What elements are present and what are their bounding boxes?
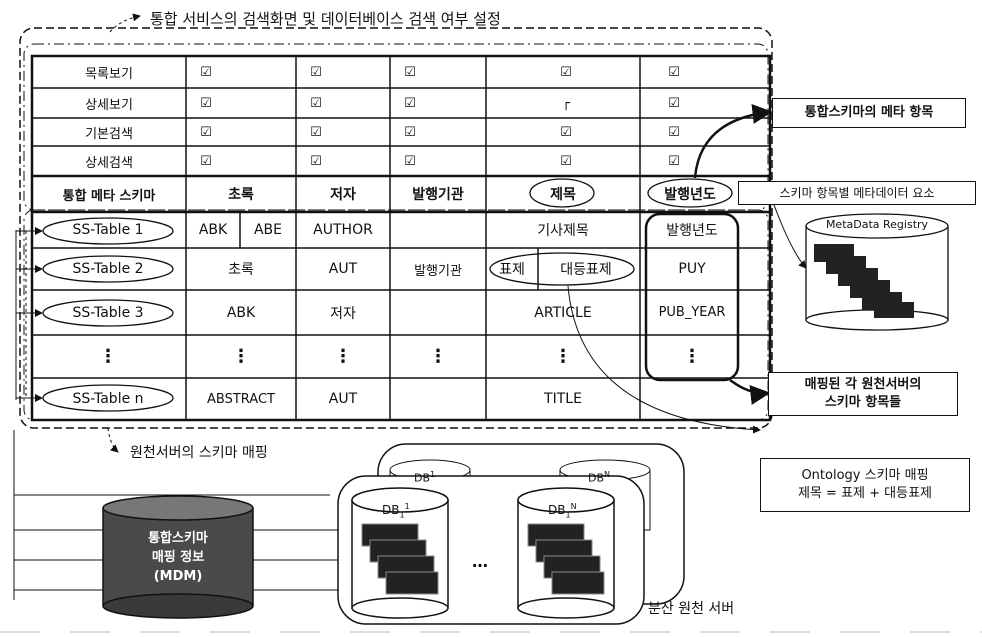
db-front-1-label: DB11 bbox=[382, 502, 410, 520]
table-cell: ABK bbox=[198, 222, 228, 238]
table-cell: TITLE bbox=[544, 391, 582, 407]
checkbox[interactable]: ☑ bbox=[200, 124, 212, 140]
db-front-n-label: DB1N bbox=[548, 502, 577, 520]
ontology-line-2: 제목 = 표제 + 대등표제 bbox=[798, 486, 932, 501]
schema-element-callout: 스키마 항목별 메타데이터 요소 bbox=[738, 181, 976, 205]
ontology-line-1: Ontology 스키마 매핑 bbox=[801, 468, 929, 484]
table-cell: ARTICLE bbox=[534, 304, 592, 321]
ss-table-1: SS-Table 1 bbox=[72, 222, 144, 238]
checkbox-unchecked[interactable]: ┌ bbox=[562, 95, 570, 111]
checkbox[interactable]: ☑ bbox=[668, 124, 680, 140]
header-publisher: 발행기관 bbox=[412, 187, 464, 203]
header-title: 제목 bbox=[550, 187, 576, 203]
checkbox[interactable]: ☑ bbox=[668, 64, 680, 80]
mapped-items-callout: 매핑된 각 원천서버의 스키마 항목들 bbox=[768, 372, 958, 416]
source-mapping-label: 원천서버의 스키마 매핑 bbox=[130, 445, 268, 461]
row-label-basic-search: 기본검색 bbox=[85, 126, 133, 142]
mdm-line-2: 매핑 정보 bbox=[151, 549, 205, 565]
ss-table-n: SS-Table n bbox=[72, 391, 144, 407]
checkbox[interactable]: ☑ bbox=[404, 64, 416, 80]
checkbox[interactable]: ☑ bbox=[310, 124, 322, 140]
mapped-items-line-1: 매핑된 각 원천서버의 bbox=[804, 377, 922, 393]
table-cell: AUT bbox=[328, 261, 358, 277]
checkbox[interactable]: ☑ bbox=[404, 95, 416, 111]
table-cell: ABE bbox=[253, 222, 283, 238]
mdm-label: 통합스키마 매핑 정보 (MDM) bbox=[110, 530, 246, 587]
table-cell: 저자 bbox=[330, 305, 356, 322]
table-cell: 대등표제 bbox=[560, 262, 612, 278]
table-cell: 표제 bbox=[499, 262, 525, 278]
header-abstract: 초록 bbox=[228, 187, 254, 203]
ss-table-ellipsis: ⋮ bbox=[99, 346, 117, 367]
header-pub-year: 발행년도 bbox=[664, 187, 716, 203]
ss-table-3: SS-Table 3 bbox=[72, 304, 144, 321]
checkbox[interactable]: ☑ bbox=[200, 64, 212, 80]
checkbox[interactable]: ☑ bbox=[404, 124, 416, 140]
ss-table-2: SS-Table 2 bbox=[72, 261, 144, 277]
checkbox[interactable]: ☑ bbox=[668, 153, 680, 169]
table-cell: ⋮ bbox=[232, 346, 250, 367]
db-ellipsis: … bbox=[472, 552, 488, 571]
table-cell: ⋮ bbox=[554, 346, 572, 367]
table-cell: ⋮ bbox=[683, 346, 701, 367]
checkbox[interactable]: ☑ bbox=[560, 64, 572, 80]
table-cell: AUT bbox=[328, 391, 358, 407]
db-back-1-label: DB1 bbox=[414, 470, 436, 485]
header-unified-schema: 통합 메타 스키마 bbox=[62, 188, 156, 204]
table-cell: ABSTRACT bbox=[207, 391, 275, 407]
db-back-n-label: DBN bbox=[588, 470, 611, 485]
table-cell: 기사제목 bbox=[537, 223, 589, 239]
row-label-detail: 상세보기 bbox=[85, 97, 133, 113]
mdm-line-3: (MDM) bbox=[153, 568, 203, 584]
checkbox[interactable]: ☑ bbox=[310, 95, 322, 111]
meta-item-callout: 통합스키마의 메타 항목 bbox=[772, 98, 966, 128]
registry-label: MetaData Registry bbox=[825, 218, 929, 231]
table-cell: ABK bbox=[226, 304, 256, 321]
distributed-server-label: 분산 원천 서버 bbox=[648, 601, 735, 617]
checkbox[interactable]: ☑ bbox=[200, 95, 212, 111]
header-author: 저자 bbox=[330, 187, 356, 203]
table-cell: 발행년도 bbox=[666, 223, 718, 239]
table-cell: ⋮ bbox=[429, 346, 447, 367]
table-cell: AUTHOR bbox=[313, 222, 373, 238]
checkbox[interactable]: ☑ bbox=[200, 153, 212, 169]
mdm-line-1: 통합스키마 bbox=[148, 531, 208, 546]
checkbox[interactable]: ☑ bbox=[404, 153, 416, 169]
checkbox[interactable]: ☑ bbox=[310, 64, 322, 80]
checkbox[interactable]: ☑ bbox=[560, 153, 572, 169]
table-cell: PUB_YEAR bbox=[658, 305, 726, 320]
checkbox[interactable]: ☑ bbox=[310, 153, 322, 169]
row-label-detail-search: 상세검색 bbox=[85, 155, 133, 171]
checkbox[interactable]: ☑ bbox=[560, 124, 572, 140]
table-cell: 발행기관 bbox=[414, 263, 462, 279]
table-cell: ⋮ bbox=[334, 346, 352, 367]
diagram-title: 통합 서비스의 검색화면 및 데이터베이스 검색 여부 설정 bbox=[150, 10, 501, 28]
table-cell: 초록 bbox=[228, 262, 254, 278]
row-label-list: 목록보기 bbox=[85, 66, 133, 82]
table-cell: PUY bbox=[678, 261, 706, 277]
checkbox[interactable]: ☑ bbox=[668, 95, 680, 111]
ontology-callout: Ontology 스키마 매핑 제목 = 표제 + 대등표제 bbox=[760, 458, 970, 512]
mapped-items-line-2: 스키마 항목들 bbox=[824, 395, 902, 410]
